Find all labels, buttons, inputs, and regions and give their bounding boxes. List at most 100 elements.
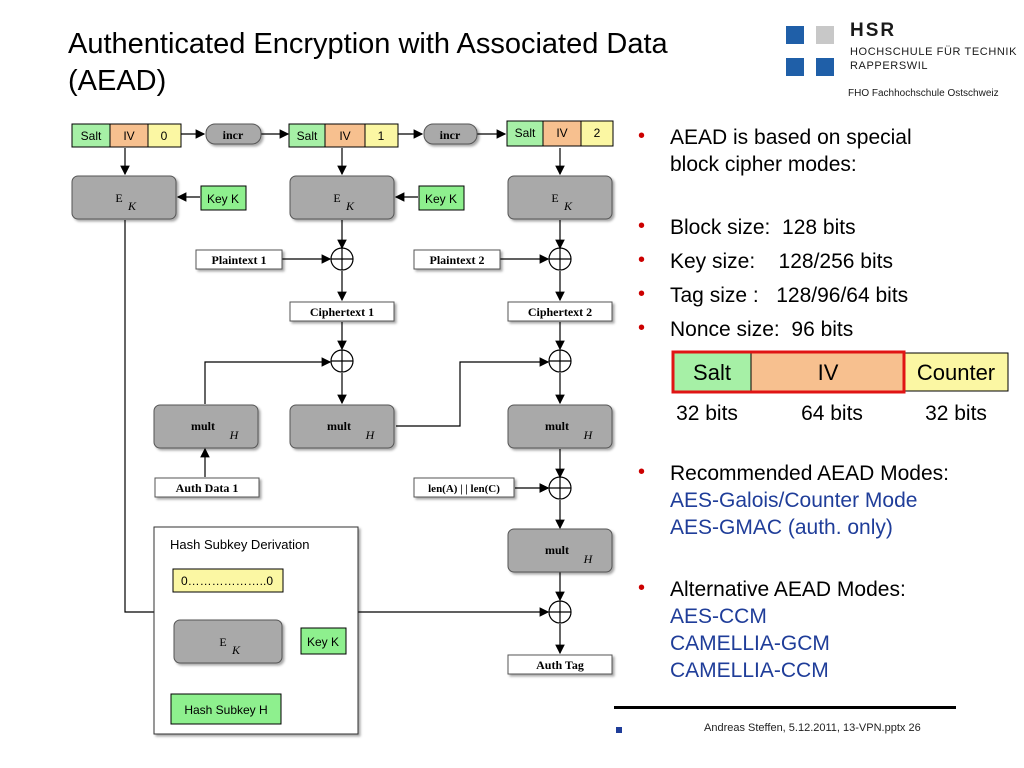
- bullet-text: Recommended AEAD Modes:: [670, 462, 949, 485]
- nonce-counter-label: Counter: [917, 360, 995, 385]
- plaintext-label: Plaintext 2: [430, 253, 485, 267]
- bullet-dot-icon: •: [638, 283, 646, 305]
- hash-subkey-label: Hash Subkey H: [184, 703, 267, 717]
- logo-square-icon: [816, 58, 834, 76]
- counter-salt-label: Salt: [297, 129, 318, 143]
- counter-block-0: Salt IV 0: [71, 123, 182, 148]
- mode-item: CAMELLIA-CCM: [670, 659, 829, 682]
- xor-icon: [548, 476, 572, 500]
- plaintext-box: Plaintext 2: [413, 249, 501, 270]
- bullet-text: Block size: 128 bits: [670, 216, 856, 239]
- mode-item: CAMELLIA-GCM: [670, 632, 830, 655]
- encrypt-block-0: E K: [71, 175, 177, 220]
- bullet-dot-icon: •: [638, 461, 646, 483]
- ciphertext-label: Ciphertext 1: [310, 305, 374, 319]
- mult-label: mult: [545, 419, 569, 433]
- auth-data-label: Auth Data 1: [176, 481, 239, 495]
- encrypt-k-label: K: [127, 199, 137, 213]
- nonce-salt-label: Salt: [693, 360, 731, 385]
- mult-block-1: mult H: [153, 404, 259, 449]
- mult-label: mult: [191, 419, 215, 433]
- counter-value-cell: [580, 120, 614, 147]
- counter-value-label: 0: [161, 129, 168, 143]
- logo-square-icon: [786, 26, 804, 44]
- incr-box: incr: [205, 123, 262, 145]
- encrypt-e-label: E: [333, 191, 340, 205]
- footer-square-icon: [616, 727, 622, 733]
- encrypt-block-2: E K: [507, 175, 613, 220]
- mult-label: mult: [545, 543, 569, 557]
- mult-block-4: mult H: [507, 528, 613, 573]
- counter-value-label: 2: [594, 126, 601, 140]
- bullet-text: Key size: 128/256 bits: [670, 250, 893, 273]
- bullet-text: Nonce size: 96 bits: [670, 318, 854, 341]
- key-label: Key K: [207, 192, 239, 206]
- encrypt-k-label: K: [345, 199, 355, 213]
- bullet-dot-icon: •: [638, 577, 646, 599]
- nonce-iv-cell: [750, 352, 905, 392]
- hash-encrypt-block: [173, 619, 283, 664]
- length-label: len(A) | | len(C): [428, 483, 500, 495]
- hash-subkey-box: [170, 693, 282, 725]
- nonce-counter-bits: 32 bits: [925, 402, 987, 425]
- zero-block: [172, 568, 284, 593]
- counter-salt-label: Salt: [81, 129, 102, 143]
- bullet-text: Alternative AEAD Modes:: [670, 578, 906, 601]
- counter-value-label: 1: [378, 129, 385, 143]
- counter-salt-label: Salt: [515, 126, 536, 140]
- hash-subkey-panel: Hash Subkey Derivation 0………………..0 E K Ke…: [153, 526, 359, 735]
- incr-label: incr: [223, 128, 244, 142]
- ciphertext-label: Ciphertext 2: [528, 305, 592, 319]
- logo-line1: HOCHSCHULE FÜR TECHNIK: [850, 46, 1018, 58]
- bullet-dot-icon: •: [638, 215, 646, 237]
- encrypt-k-label: K: [563, 199, 573, 213]
- logo-square-icon: [786, 58, 804, 76]
- encrypt-e-label: E: [551, 191, 558, 205]
- auth-data-box: Auth Data 1: [154, 477, 260, 498]
- counter-iv-cell: [542, 120, 582, 147]
- mode-item: AES-CCM: [670, 605, 767, 628]
- key-label: Key K: [307, 635, 339, 649]
- bullet-dot-icon: •: [638, 125, 646, 147]
- nonce-layout: Salt IV Counter 32 bits 64 bits 32 bits: [671, 350, 1009, 425]
- counter-iv-label: IV: [339, 129, 350, 143]
- counter-value-cell: [364, 123, 399, 148]
- nonce-counter-cell: [903, 352, 1009, 392]
- encrypt-e-label: E: [219, 635, 226, 649]
- ciphertext-box: Ciphertext 2: [507, 301, 613, 322]
- nonce-iv-bits: 64 bits: [801, 402, 863, 425]
- logo-name: HSR: [850, 20, 897, 41]
- logo-square-icon: [816, 26, 834, 44]
- bullet-dot-icon: •: [638, 317, 646, 339]
- bullet-dot-icon: •: [638, 249, 646, 271]
- counter-block-2: Salt IV 2: [506, 120, 614, 147]
- mode-item: AES-GMAC (auth. only): [670, 516, 893, 539]
- logo-line2: RAPPERSWIL: [850, 60, 929, 72]
- nonce-salt-bits: 32 bits: [676, 402, 738, 425]
- auth-tag-box: Auth Tag: [507, 654, 613, 675]
- incr-label: incr: [440, 128, 461, 142]
- incr-box: incr: [423, 123, 478, 145]
- mult-h-label: H: [365, 428, 376, 442]
- mult-block-2: mult H: [289, 404, 395, 449]
- slide-title-line1: Authenticated Encryption with Associated…: [68, 28, 668, 60]
- mult-label: mult: [327, 419, 351, 433]
- xor-icon: [548, 600, 572, 624]
- mult-h-label: H: [583, 428, 594, 442]
- key-box: Key K: [200, 185, 247, 211]
- counter-value-cell: [147, 123, 182, 148]
- bullet-text: block cipher modes:: [670, 153, 857, 176]
- zero-block-label: 0………………..0: [181, 574, 273, 588]
- key-label: Key K: [425, 192, 457, 206]
- hash-panel-title: Hash Subkey Derivation: [170, 537, 309, 552]
- auth-tag-label: Auth Tag: [536, 658, 584, 672]
- logo-line3: FHO Fachhochschule Ostschweiz: [848, 88, 999, 99]
- plaintext-box: Plaintext 1: [195, 249, 283, 270]
- footer-text: Andreas Steffen, 5.12.2011, 13-VPN.pptx …: [704, 722, 921, 734]
- ciphertext-box: Ciphertext 1: [289, 301, 395, 322]
- bullet-text: Tag size : 128/96/64 bits: [670, 284, 909, 307]
- footer-divider: [614, 706, 956, 709]
- key-box: Key K: [418, 185, 465, 211]
- nonce-iv-label: IV: [818, 360, 839, 385]
